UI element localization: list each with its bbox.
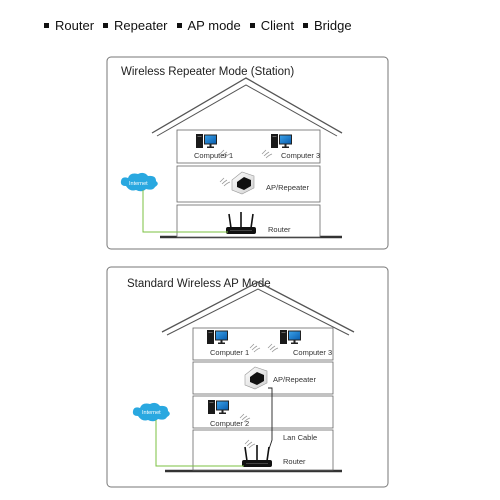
legend-label: Router [55,18,95,33]
computer-2-label: Computer 2 [210,419,249,428]
legend-item-ap-mode: AP mode [176,18,241,33]
legend-item-client: Client [249,18,295,33]
router-label: Router [283,457,306,466]
lan-cable [267,387,273,453]
bullet-icon [249,23,255,28]
computer-3-label: Computer 3 [281,151,320,160]
lan-cable-label: Lan Cable [283,433,317,442]
legend-label: AP mode [187,18,241,33]
computer-1-label: Computer 1 [210,348,249,357]
repeater-label: AP/Repeater [273,375,316,384]
mode-legend: Router Repeater AP mode Client Bridge [44,18,361,33]
panel-title: Wireless Repeater Mode (Station) [121,66,294,78]
legend-label: Client [260,18,295,33]
computer-3-label: Computer 3 [293,348,332,357]
internet-label: Internet [142,410,161,416]
legend-item-bridge: Bridge [303,18,352,33]
bullet-icon [44,23,49,28]
computer-1-label: Computer 1 [194,151,233,160]
house [161,281,355,473]
internet-cable [155,420,244,467]
panel-title: Standard Wireless AP Mode [127,278,271,290]
legend-item-router: Router [44,18,94,33]
internet-label: Internet [129,181,148,187]
router-label: Router [268,225,291,234]
internet-cable [142,190,228,233]
legend-item-repeater: Repeater [103,18,168,33]
legend-label: Bridge [314,18,352,33]
legend-label: Repeater [114,18,168,33]
bullet-icon [303,23,309,28]
bullet-icon [176,23,182,28]
repeater-label: AP/Repeater [266,183,309,192]
bullet-icon [103,23,109,28]
